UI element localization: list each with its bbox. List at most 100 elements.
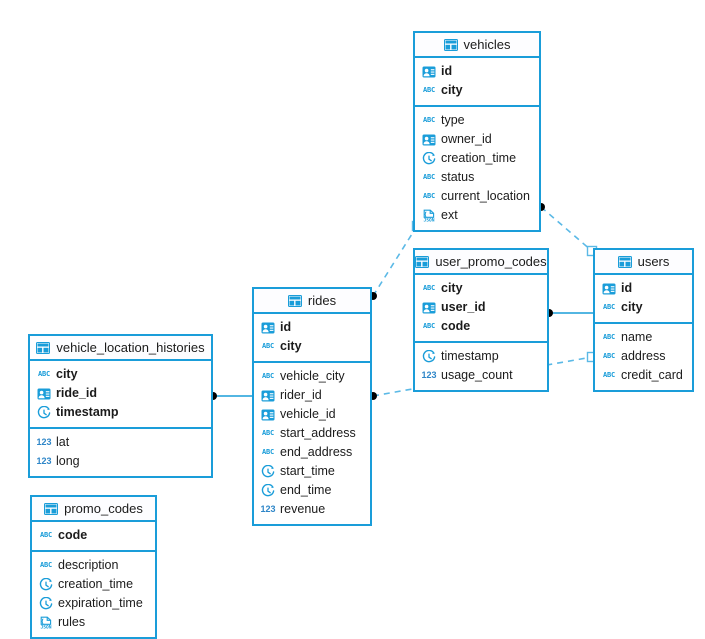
- er-pk-row-id[interactable]: id: [254, 318, 370, 337]
- 123-icon: 123: [36, 456, 52, 466]
- er-column-label: description: [58, 558, 119, 573]
- er-column-label: credit_card: [621, 368, 683, 383]
- er-pk-row-id[interactable]: id: [415, 62, 539, 81]
- id-card-icon: [261, 408, 275, 422]
- er-column-label: creation_time: [441, 151, 517, 166]
- er-column-row-rider_id[interactable]: rider_id: [254, 386, 370, 405]
- abc-icon: ABC: [422, 192, 436, 200]
- er-column-label: rules: [58, 615, 86, 630]
- abc-icon: ABC: [602, 371, 616, 379]
- er-column-row-creation_time[interactable]: creation_time: [32, 575, 155, 594]
- er-column-label: type: [441, 113, 465, 128]
- er-column-label: vehicle_city: [280, 369, 345, 384]
- er-column-row-owner_id[interactable]: owner_id: [415, 130, 539, 149]
- abc-icon: ABC: [261, 342, 275, 350]
- relationship-upc-users[interactable]: [545, 309, 593, 317]
- er-table-header-rides[interactable]: rides: [254, 289, 370, 314]
- er-table-title: vehicle_location_histories: [56, 340, 205, 355]
- er-column-label: expiration_time: [58, 596, 143, 611]
- abc-icon: ABC: [261, 448, 275, 456]
- id-card-icon: [261, 389, 275, 403]
- er-table-header-vehicle_location_histories[interactable]: vehicle_location_histories: [30, 336, 211, 361]
- abc-icon: ABC: [422, 116, 436, 124]
- clock-icon: [422, 151, 436, 166]
- clock-icon: [39, 577, 53, 592]
- table-icon: [44, 502, 59, 516]
- er-table-header-user_promo_codes[interactable]: user_promo_codes: [415, 250, 547, 275]
- id-card-icon: [602, 282, 616, 296]
- clock-icon: [39, 596, 53, 611]
- er-pk-row-timestamp[interactable]: timestamp: [30, 403, 211, 422]
- er-column-label: vehicle_id: [280, 407, 336, 422]
- abc-icon: ABC: [39, 531, 53, 539]
- er-column-row-start_time[interactable]: start_time: [254, 462, 370, 481]
- er-column-row-vehicle_id[interactable]: vehicle_id: [254, 405, 370, 424]
- svg-text:JSON: JSON: [40, 625, 51, 629]
- er-column-label: ride_id: [56, 386, 97, 401]
- er-column-label: city: [56, 367, 78, 382]
- er-column-row-revenue[interactable]: 123 revenue: [254, 500, 370, 519]
- id-card-icon: [422, 65, 436, 79]
- er-pk-row-city[interactable]: ABC city: [30, 365, 211, 384]
- er-column-row-end_time[interactable]: end_time: [254, 481, 370, 500]
- er-column-row-end_address[interactable]: ABC end_address: [254, 443, 370, 462]
- er-table-header-users[interactable]: users: [595, 250, 692, 275]
- er-pk-row-id[interactable]: id: [595, 279, 692, 298]
- relationship-vlh-rides[interactable]: [209, 392, 252, 400]
- er-column-label: city: [441, 281, 463, 296]
- er-column-row-timestamp[interactable]: timestamp: [415, 347, 547, 366]
- abc-icon: ABC: [261, 429, 275, 437]
- 123-icon: 123: [260, 504, 276, 514]
- table-icon: [36, 341, 51, 355]
- er-column-label: revenue: [280, 502, 326, 517]
- er-column-row-expiration_time[interactable]: expiration_time: [32, 594, 155, 613]
- abc-icon: ABC: [37, 370, 51, 378]
- er-column-row-credit_card[interactable]: ABC credit_card: [595, 366, 692, 385]
- er-table-header-promo_codes[interactable]: promo_codes: [32, 497, 155, 522]
- er-column-label: end_address: [280, 445, 353, 460]
- er-column-row-creation_time[interactable]: creation_time: [415, 149, 539, 168]
- er-column-row-rules[interactable]: JSON rules: [32, 613, 155, 632]
- er-table-header-vehicles[interactable]: vehicles: [415, 33, 539, 58]
- er-pk-row-user_id[interactable]: user_id: [415, 298, 547, 317]
- abc-icon: ABC: [602, 352, 616, 360]
- 123-icon: 123: [36, 437, 52, 447]
- table-icon: [443, 38, 458, 52]
- er-pk-row-ride_id[interactable]: ride_id: [30, 384, 211, 403]
- er-column-label: id: [280, 320, 292, 335]
- er-table-title: vehicles: [463, 37, 511, 52]
- er-column-label: city: [280, 339, 302, 354]
- table-icon: [287, 294, 302, 308]
- er-pk-row-city[interactable]: ABC city: [254, 337, 370, 356]
- er-column-row-type[interactable]: ABC type: [415, 111, 539, 130]
